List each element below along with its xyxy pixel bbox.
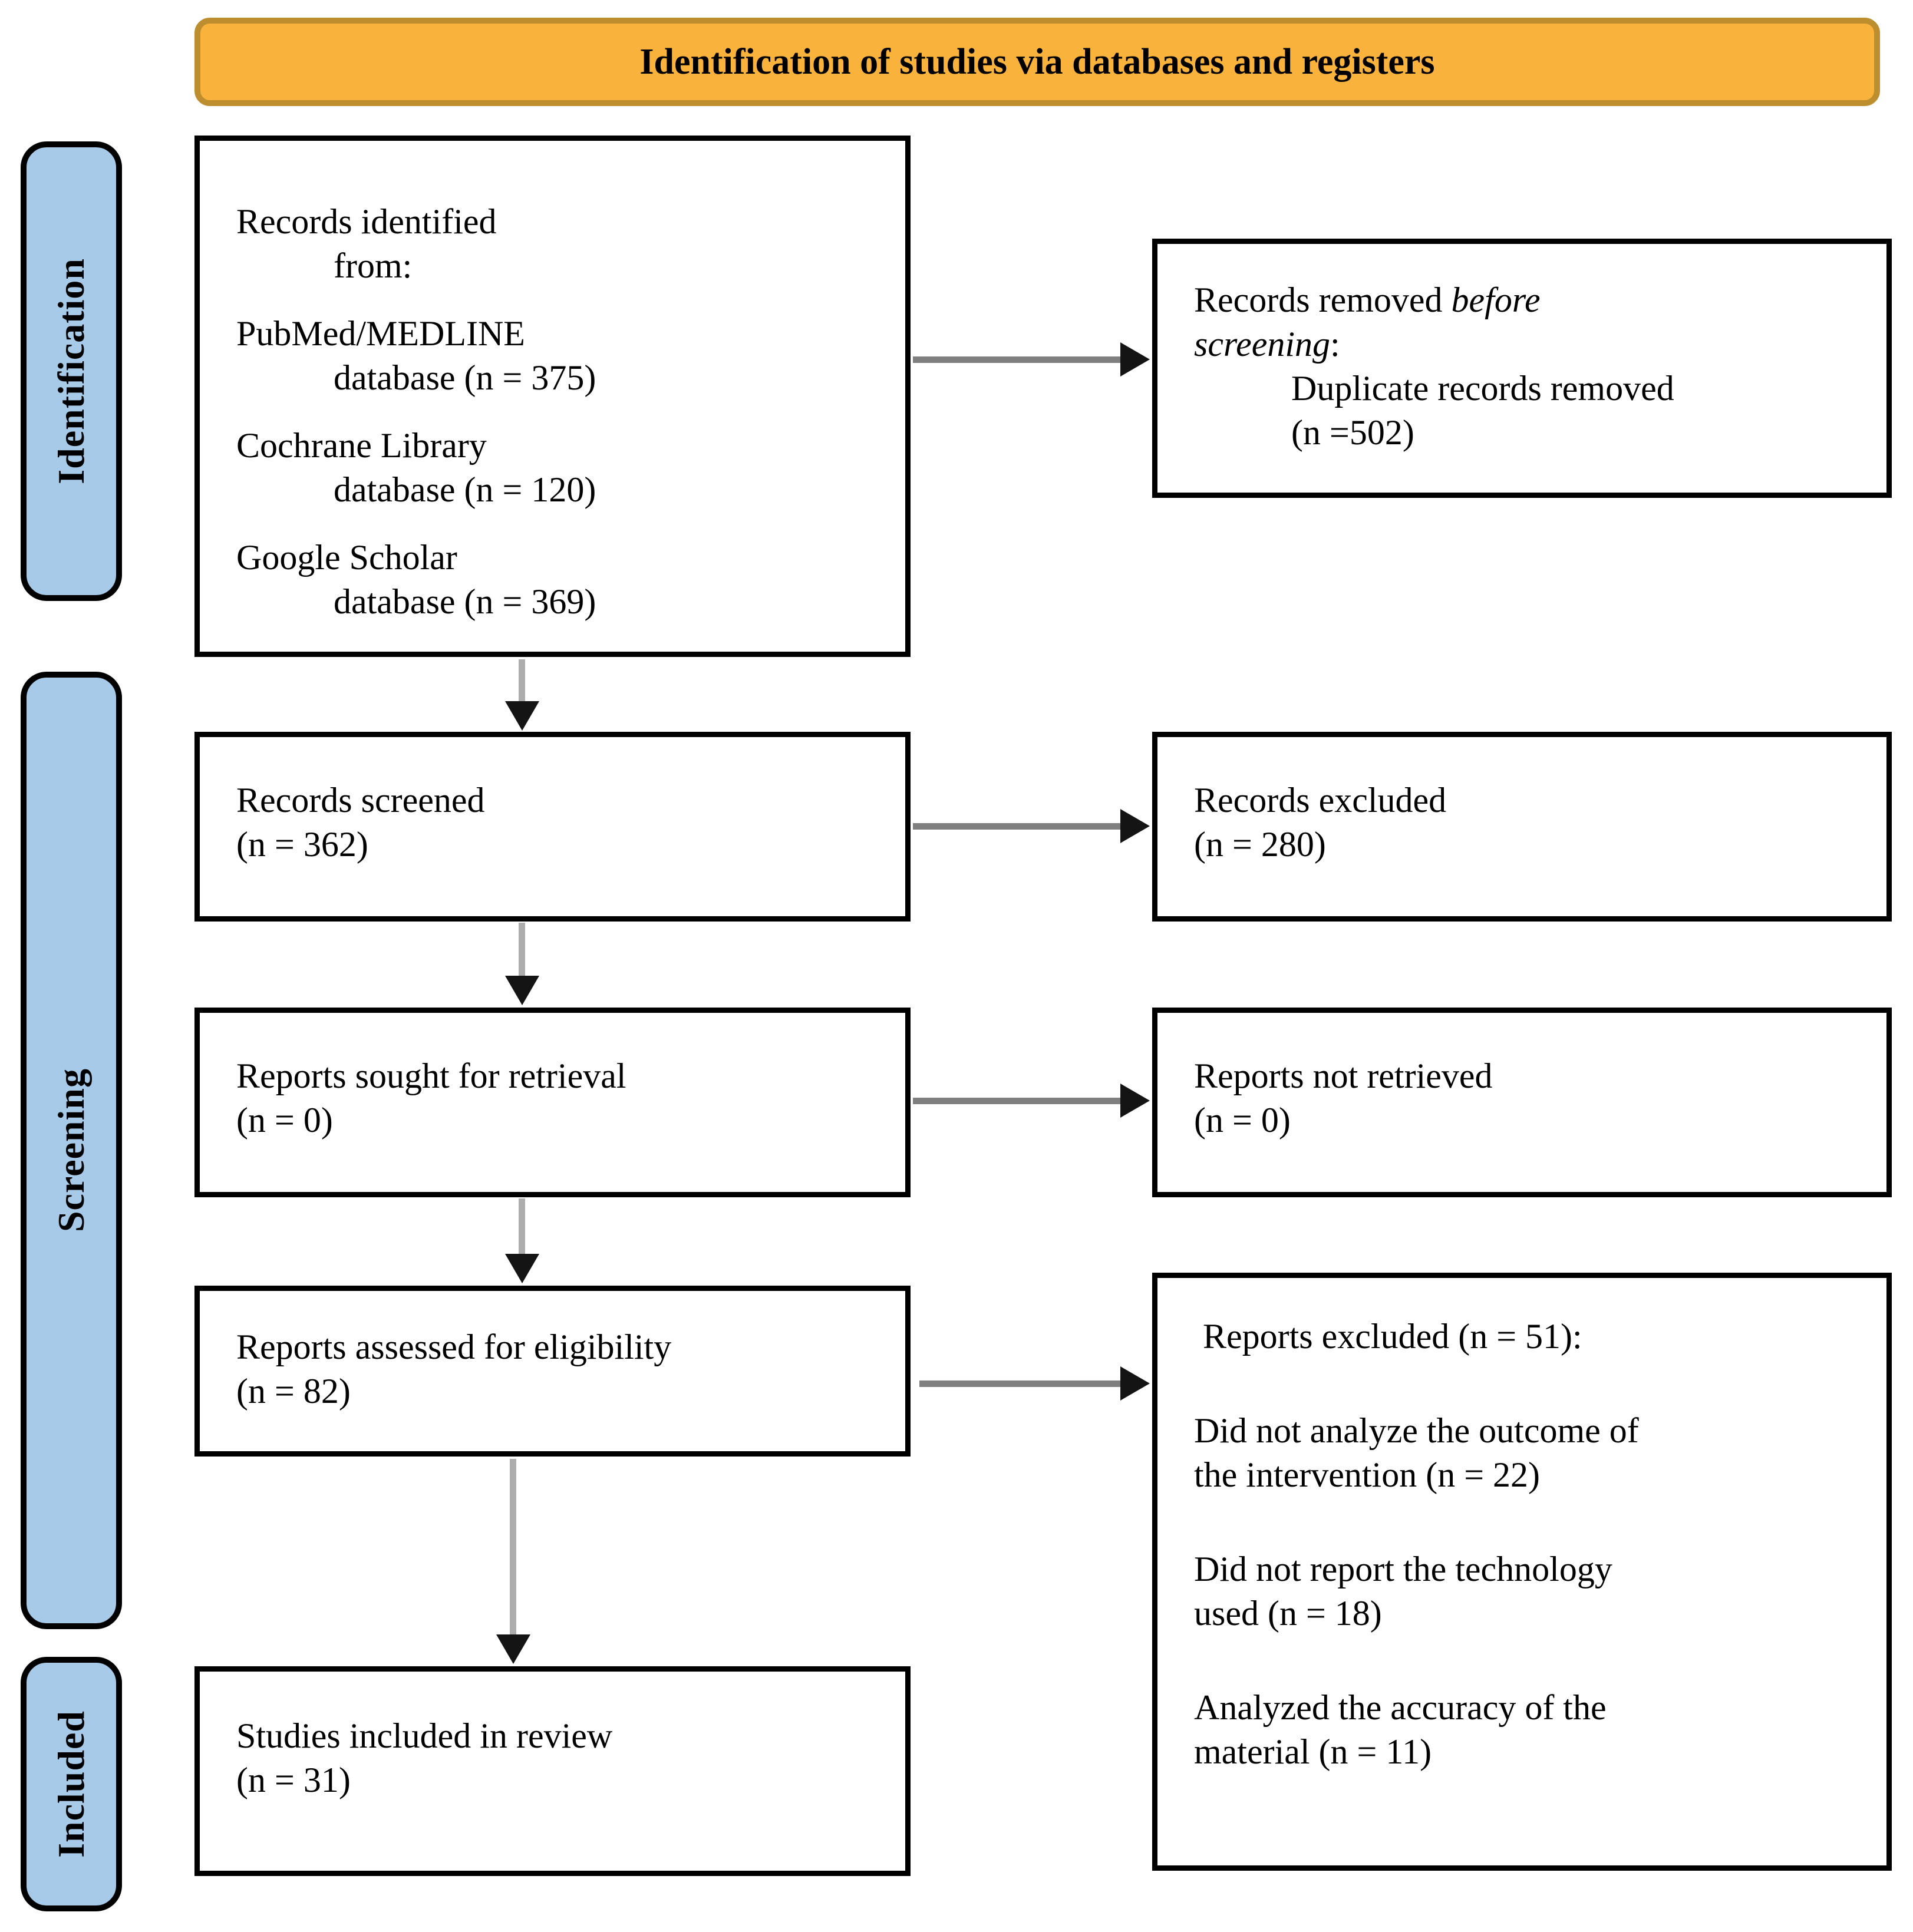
- arrow-down-icon: [496, 1634, 530, 1664]
- exclusion-reason-1-line2: the intervention (n = 22): [1194, 1455, 1541, 1494]
- records-excluded-line2: (n = 280): [1194, 825, 1326, 864]
- box-records-identified: Records identified from: PubMed/MEDLINE …: [194, 136, 911, 657]
- records-removed-line2-italic: screening: [1194, 325, 1331, 364]
- records-removed-line1-italic: before: [1451, 280, 1541, 319]
- reports-sought-line1: Reports sought for retrieval: [236, 1056, 626, 1095]
- arrow-right-icon: [1120, 809, 1150, 843]
- reports-sought-line2: (n = 0): [236, 1101, 333, 1140]
- source-cochrane-detail: database (n = 120): [334, 470, 596, 509]
- box-records-removed: Records removed before screening: Duplic…: [1152, 239, 1892, 498]
- records-removed-line1-normal: Records removed: [1194, 280, 1452, 319]
- arrow-shaft: [519, 659, 525, 704]
- banner-title: Identification of studies via databases …: [194, 18, 1880, 106]
- box-reports-sought: Reports sought for retrieval (n = 0): [194, 1008, 911, 1197]
- reports-assessed-line2: (n = 82): [236, 1372, 351, 1411]
- exclusion-reason-2-line2: used (n = 18): [1194, 1594, 1382, 1633]
- phase-label-included-text: Included: [50, 1710, 92, 1858]
- box-reports-assessed: Reports assessed for eligibility (n = 82…: [194, 1286, 911, 1457]
- arrow-shaft: [519, 923, 525, 978]
- arrow-right-icon: [1120, 1084, 1150, 1118]
- exclusion-reason-1-line1: Did not analyze the outcome of: [1194, 1411, 1639, 1450]
- records-screened-line1: Records screened: [236, 781, 485, 820]
- exclusion-reason-2-line1: Did not report the technology: [1194, 1550, 1612, 1588]
- studies-included-line2: (n = 31): [236, 1761, 351, 1799]
- arrow-shaft: [919, 1381, 1123, 1387]
- records-excluded-line1: Records excluded: [1194, 781, 1447, 820]
- reports-excluded-heading: Reports excluded (n = 51):: [1203, 1317, 1582, 1356]
- phase-label-identification-text: Identification: [50, 258, 92, 484]
- exclusion-reason-3-line2: material (n = 11): [1194, 1732, 1432, 1771]
- records-removed-line1: Records removed before: [1194, 278, 1869, 322]
- records-identified-line1: Records identified: [236, 202, 497, 241]
- duplicates-removed-line2: (n =502): [1291, 413, 1414, 452]
- records-removed-line2-normal: :: [1330, 325, 1340, 364]
- records-identified-line2: from:: [334, 246, 413, 285]
- phase-label-screening-text: Screening: [50, 1068, 92, 1233]
- source-google-scholar-detail: database (n = 369): [334, 582, 596, 621]
- studies-included-line1: Studies included in review: [236, 1716, 613, 1755]
- duplicates-removed-line1: Duplicate records removed: [1291, 369, 1674, 408]
- source-pubmed-detail: database (n = 375): [334, 358, 596, 397]
- box-records-excluded: Records excluded (n = 280): [1152, 732, 1892, 922]
- arrow-shaft: [913, 823, 1123, 830]
- exclusion-reason-3-line1: Analyzed the accuracy of the: [1194, 1688, 1607, 1727]
- arrow-shaft: [913, 356, 1123, 363]
- phase-label-included: Included: [21, 1657, 122, 1911]
- source-google-scholar-name: Google Scholar: [236, 538, 457, 577]
- phase-label-screening: Screening: [21, 672, 122, 1629]
- arrow-shaft: [913, 1098, 1123, 1104]
- arrow-shaft: [510, 1459, 516, 1637]
- box-studies-included: Studies included in review (n = 31): [194, 1666, 911, 1876]
- arrow-down-icon: [505, 701, 539, 731]
- reports-not-retrieved-line1: Reports not retrieved: [1194, 1056, 1493, 1095]
- arrow-down-icon: [505, 976, 539, 1005]
- source-cochrane-name: Cochrane Library: [236, 426, 487, 465]
- records-screened-line2: (n = 362): [236, 825, 368, 864]
- box-reports-not-retrieved: Reports not retrieved (n = 0): [1152, 1008, 1892, 1197]
- reports-not-retrieved-line2: (n = 0): [1194, 1101, 1291, 1140]
- arrow-right-icon: [1120, 342, 1150, 377]
- banner-title-text: Identification of studies via databases …: [639, 41, 1435, 82]
- reports-assessed-line1: Reports assessed for eligibility: [236, 1327, 672, 1366]
- arrow-right-icon: [1120, 1366, 1150, 1401]
- phase-label-identification: Identification: [21, 141, 122, 601]
- source-pubmed-name: PubMed/MEDLINE: [236, 314, 525, 353]
- records-removed-line2: screening:: [1194, 322, 1869, 366]
- box-records-screened: Records screened (n = 362): [194, 732, 911, 922]
- arrow-down-icon: [505, 1254, 539, 1283]
- arrow-shaft: [519, 1198, 525, 1256]
- box-reports-excluded: Reports excluded (n = 51): Did not analy…: [1152, 1273, 1892, 1871]
